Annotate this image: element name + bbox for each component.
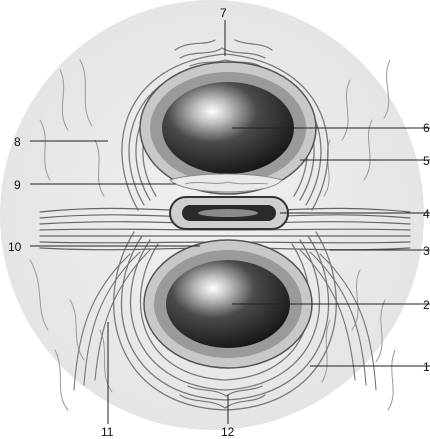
middle-organ [170,197,288,229]
label-7: 7 [220,6,227,20]
label-11: 11 [101,425,114,439]
label-6: 6 [423,121,430,135]
label-2: 2 [423,298,430,312]
label-5: 5 [423,154,430,168]
label-1: 1 [423,360,430,374]
label-3: 3 [423,244,430,258]
label-12: 12 [221,425,235,439]
label-4: 4 [423,207,430,221]
label-8: 8 [14,135,21,149]
label-10: 10 [8,240,22,254]
label-9: 9 [14,178,21,192]
